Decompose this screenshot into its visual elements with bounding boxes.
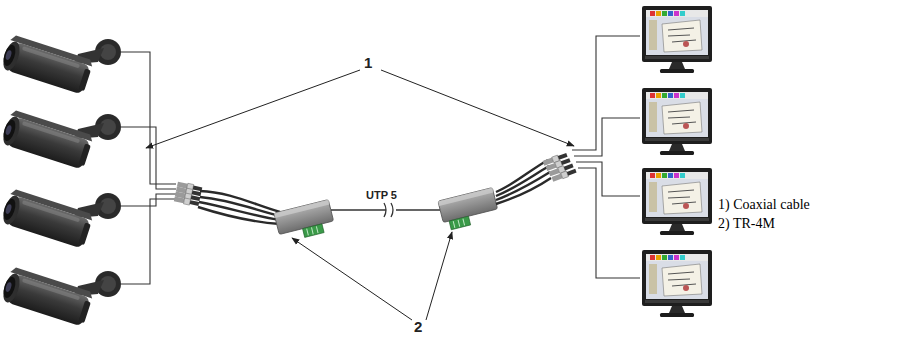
cable-label: UTP 5: [365, 189, 398, 201]
callout-number: 1: [364, 54, 372, 71]
key-entry: 2) TR-4M: [718, 216, 775, 232]
key-entry: 1) Coaxial cable: [718, 197, 810, 213]
callout-number: 2: [414, 318, 422, 335]
